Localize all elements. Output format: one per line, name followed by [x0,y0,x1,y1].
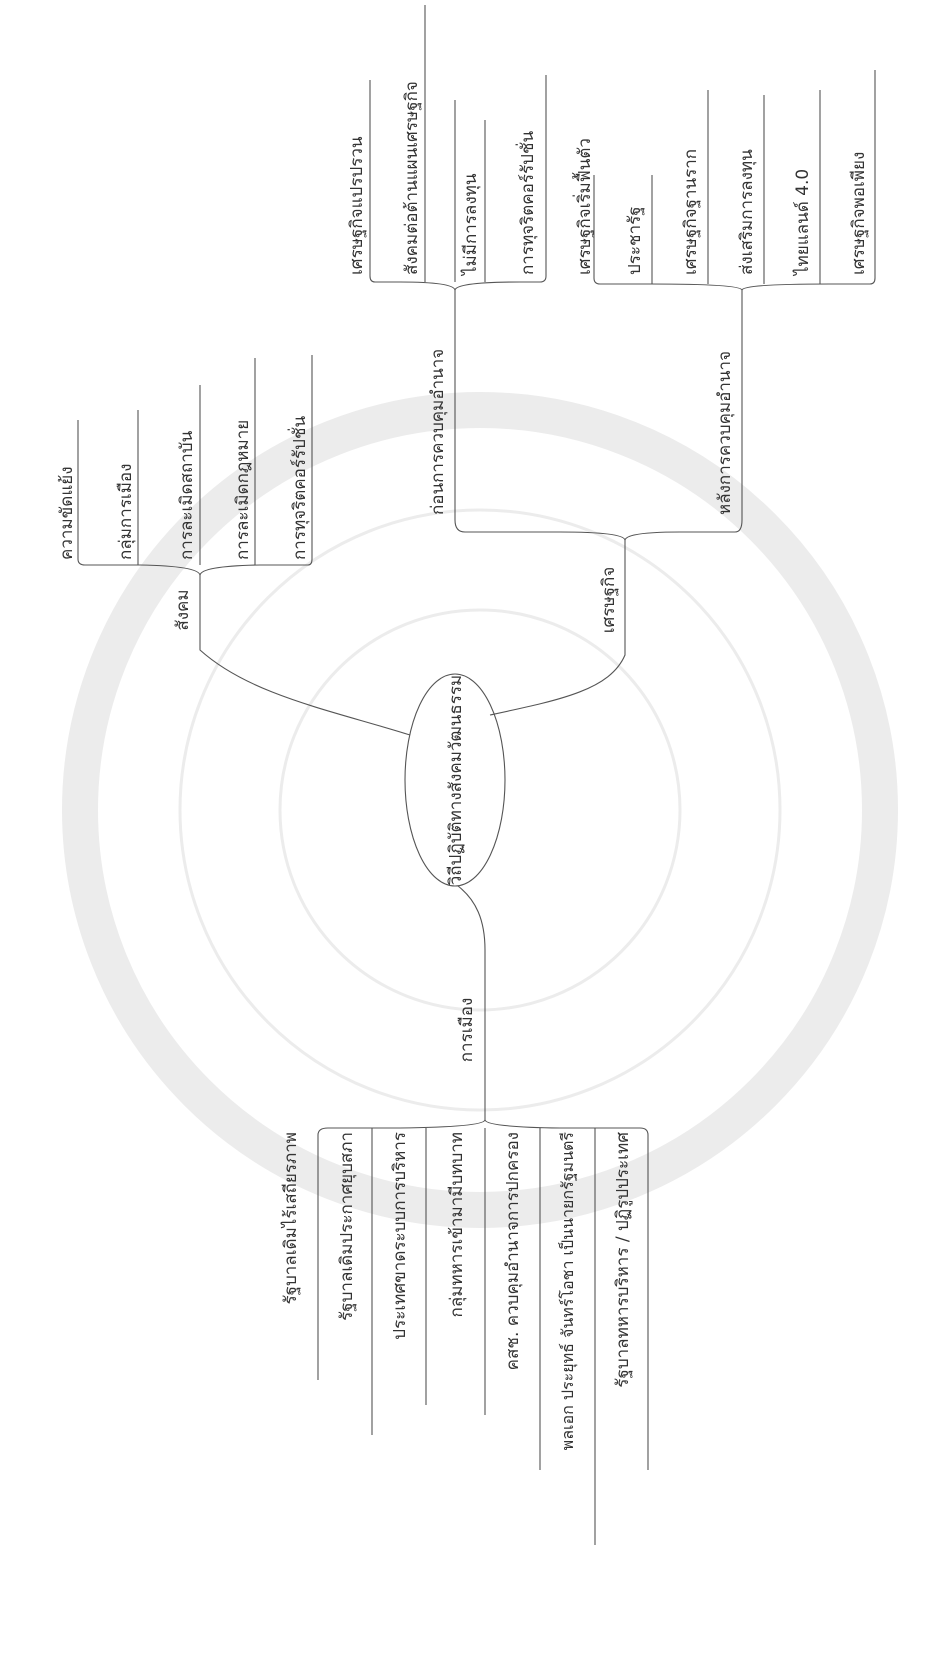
economy-before-item: การทุจริตคอร์รัปชั่น [515,131,538,275]
politics-item: รัฐบาลเดิมประกาศยุบสภา [337,1132,357,1321]
social-label: สังคม [173,589,193,630]
economy-after-item: ส่งเสริมการลงทุน [737,149,757,275]
social-item: กลุ่มการเมือง [116,464,136,560]
center-node: วิถีปฏิบัติทางสังคมวัฒนธรรม [404,673,506,887]
social-item: ความขัดแย้ง [57,466,77,560]
economy-before-item: สังคมต่อต้านแผนเศรษฐกิจ [402,81,422,275]
economy-before-item: เศรษฐกิจแปรปรวน [347,136,367,275]
branch-politics: การเมือง รัฐบาลเดิมไร้เสถียรภาพ รัฐบาลเด… [280,885,649,1545]
economy-after-item: เศรษฐกิจพอเพียง [849,152,869,275]
social-item: การทุจริตคอร์รัปชั่น [287,416,310,560]
politics-item: พลเอก ประยุทธ์ จันทร์โอชา เป็นนายกรัฐมนต… [557,1132,578,1451]
economy-label: เศรษฐกิจ [599,567,619,634]
branch-economy: เศรษฐกิจ ก่อนการควบคุมอำนาจ เศรษฐกิจแปรป… [347,5,876,716]
economy-after-item: ประชารัฐ [625,206,645,275]
economy-before-label: ก่อนการควบคุมอำนาจ [428,349,448,515]
center-label: วิถีปฏิบัติทางสังคมวัฒนธรรม [446,675,466,886]
social-item: การละเมิดสถาบัน [177,430,197,560]
watermark-seal [62,392,898,1228]
economy-after: หลังการควบคุมอำนาจ ประชารัฐ เศรษฐกิจฐานร… [593,70,876,515]
economy-after-item: ไทยแลนด์ 4.0 [792,169,813,277]
branch-social: สังคม ความขัดแย้ง กลุ่มการเมือง การละเมิ… [57,355,411,736]
economy-before-item: เศรษฐกิจเริ่มฟื้นตัว [572,138,595,275]
politics-item: รัฐบาลเดิมไร้เสถียรภาพ [280,1132,301,1305]
economy-after-label: หลังการควบคุมอำนาจ [715,351,735,515]
politics-label: การเมือง [457,998,477,1063]
economy-after-item: เศรษฐกิจฐานราก [681,149,701,275]
politics-item: คสช. ควบคุมอำนาจการปกครอง [503,1132,523,1370]
economy-before: ก่อนการควบคุมอำนาจ เศรษฐกิจแปรปรวน สังคม… [347,5,595,515]
social-item: การละเมิดกฎหมาย [233,420,253,560]
politics-item: กลุ่มทหารเข้ามามีบทบาท [447,1132,467,1317]
economy-before-item: ไม่มีการลงทุน [460,173,481,277]
politics-item: ประเทศขาดระบบการบริหาร [390,1132,410,1340]
politics-item: รัฐบาลทหารบริหาร / ปฏิรูปประเทศ [613,1132,633,1388]
